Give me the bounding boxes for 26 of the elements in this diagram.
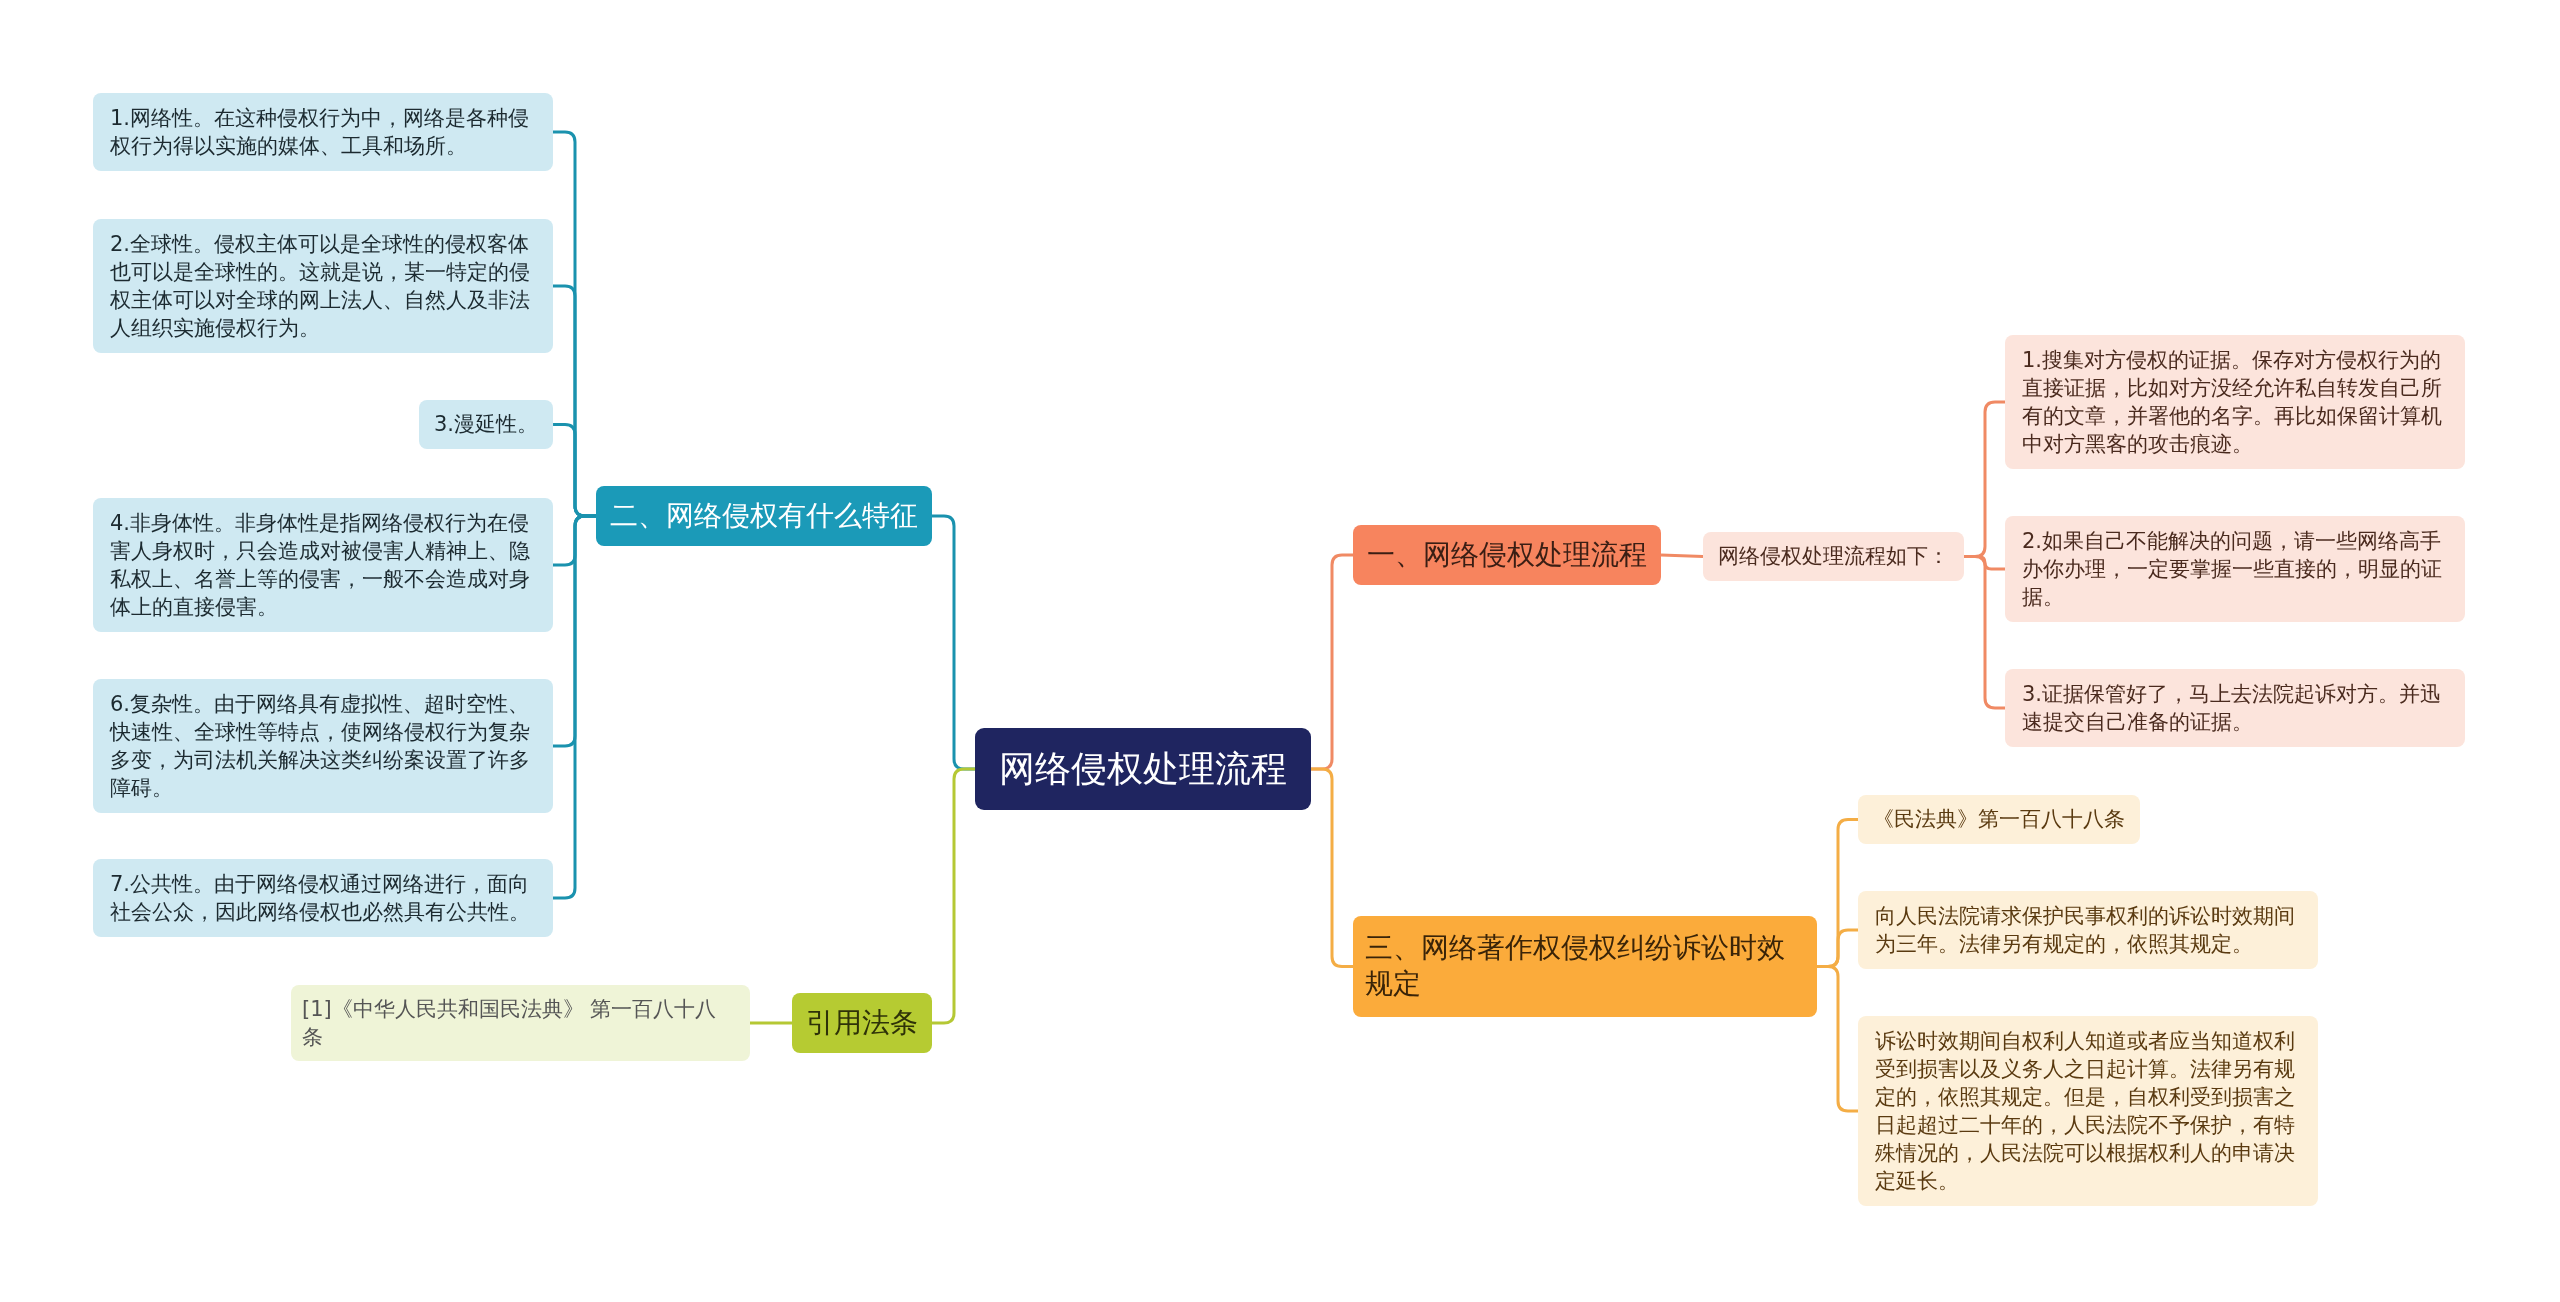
subtopic-box: 2.如果自己不能解决的问题，请一些网络高手办你办理，一定要掌握一些直接的，明显的证据。 bbox=[2005, 516, 2465, 622]
subtopic-box: [1]《中华人民共和国民法典》 第一百八十八条 bbox=[291, 985, 750, 1061]
subtopic-box: 3.证据保管好了，马上去法院起诉对方。并迅速提交自己准备的证据。 bbox=[2005, 669, 2465, 747]
subtopic-box: 1.网络性。在这种侵权行为中，网络是各种侵权行为得以实施的媒体、工具和场所。 bbox=[93, 93, 553, 171]
subtopic-box: 2.全球性。侵权主体可以是全球性的侵权客体也可以是全球性的。这就是说，某一特定的侵权主体可以对全球的网上法人、自然人及非法人组织实施侵权行为。 bbox=[93, 219, 553, 353]
branch-topic-box: 一、网络侵权处理流程 bbox=[1353, 525, 1661, 585]
connector-line bbox=[750, 1021, 792, 1025]
subtopic-box: 《民法典》第一百八十八条 bbox=[1858, 795, 2140, 844]
branch-topic-box: 三、网络著作权侵权纠纷诉讼时效规定 bbox=[1353, 916, 1817, 1017]
connector-line bbox=[1660, 553, 1704, 558]
subtopic-box: 4.非身体性。非身体性是指网络侵权行为在侵害人身权时，只会造成对被侵害人精神上、隐私权上、名誉上等的侵害，一般不会造成对身体上的直接侵害。 bbox=[93, 498, 553, 632]
connector-line bbox=[553, 514, 596, 900]
connector-line bbox=[932, 767, 975, 1025]
connector-line bbox=[1964, 555, 2005, 710]
connector-line bbox=[1817, 965, 1858, 1113]
subtopic-box: 诉讼时效期间自权利人知道或者应当知道权利受到损害以及义务人之日起计算。法律另有规定的，依照其规定。但是，自权利受到损害之日起超过二十年的，人民法院不予保护，有特殊情况的，人民法院可以根据权利人的申请决定延长。 bbox=[1858, 1016, 2318, 1206]
subtopic-box: 7.公共性。由于网络侵权通过网络进行，面向社会公众，因此网络侵权也必然具有公共性。 bbox=[93, 859, 553, 937]
central-topic-box: 网络侵权处理流程 bbox=[975, 728, 1311, 810]
subtopic-box: 6.复杂性。由于网络具有虚拟性、超时空性、快速性、全球性等特点，使网络侵权行为复杂多变，为司法机关解决这类纠纷案设置了许多障碍。 bbox=[93, 679, 553, 813]
branch-topic-box: 引用法条 bbox=[792, 993, 932, 1053]
subtopic-box: 向人民法院请求保护民事权利的诉讼时效期间为三年。法律另有规定的，依照其规定。 bbox=[1858, 891, 2318, 969]
branch-topic-box: 二、网络侵权有什么特征 bbox=[596, 486, 932, 546]
subtopic-box: 3.漫延性。 bbox=[419, 400, 554, 449]
subtopic-box: 1.搜集对方侵权的证据。保存对方侵权行为的直接证据，比如对方没经允许私自转发自己所有的文章，并署他的名字。再比如保留计算机中对方黑客的攻击痕迹。 bbox=[2005, 335, 2465, 469]
connector-line bbox=[1311, 767, 1353, 968]
subtopic-box: 网络侵权处理流程如下： bbox=[1703, 532, 1964, 581]
